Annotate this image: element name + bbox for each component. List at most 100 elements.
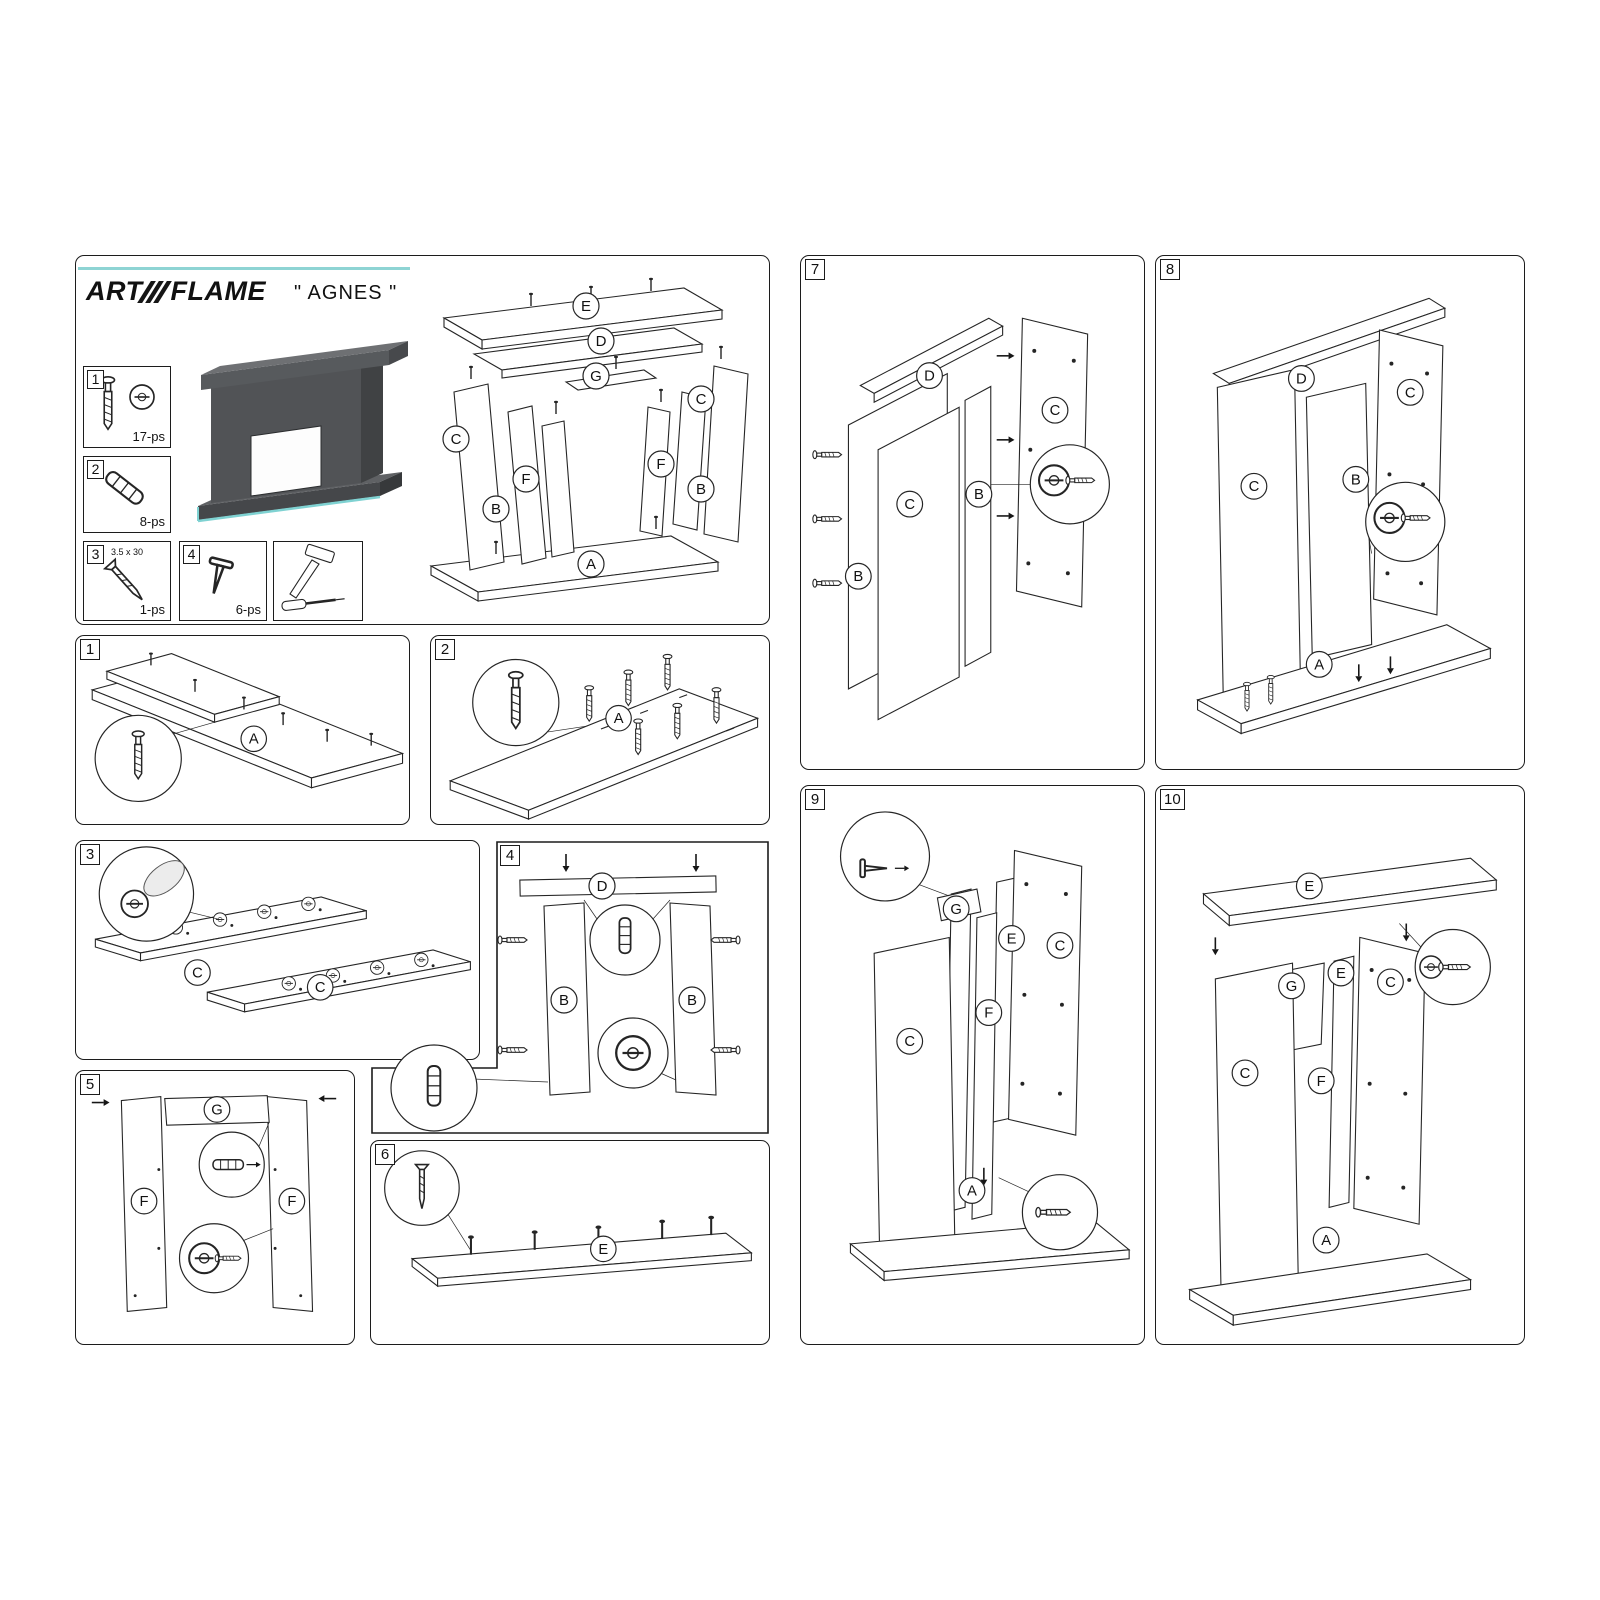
svg-text:G: G <box>950 902 962 918</box>
step-6-drawing: E <box>384 1150 753 1288</box>
svg-text:D: D <box>1296 371 1307 387</box>
detail-circle-tack <box>839 811 931 902</box>
part-label-f: F <box>1307 1067 1335 1095</box>
step-9-panel: 9 G E C F C <box>800 785 1145 1345</box>
step-10-panel: 10 E E G <box>1155 785 1525 1345</box>
hardware-1-qty: 17-ps <box>132 429 165 444</box>
panel-d-top <box>859 317 1004 404</box>
part-label-b: B <box>482 495 510 523</box>
step-1-panel: 1 A <box>75 635 410 825</box>
svg-text:E: E <box>598 1242 608 1258</box>
hole-dots <box>133 1168 303 1298</box>
part-label-f: F <box>512 465 540 493</box>
part-label-b: B <box>965 480 993 508</box>
step-10-drawing: E E G C C F A <box>1188 857 1498 1327</box>
hardware-item-3: 3 3.5 x 30 1-ps <box>83 541 171 621</box>
svg-text:C: C <box>904 1034 915 1050</box>
svg-text:B: B <box>853 569 863 585</box>
part-label-c: C <box>1240 472 1268 500</box>
svg-text:A: A <box>249 732 259 748</box>
shelf-e <box>1202 857 1498 927</box>
step-4-border <box>371 841 769 1134</box>
detail-circle-cam-bolt <box>94 714 182 803</box>
svg-text:C: C <box>451 431 462 448</box>
svg-text:G: G <box>211 1102 223 1118</box>
svg-text:B: B <box>1351 472 1361 488</box>
part-label-e: E <box>998 925 1025 952</box>
upright-f <box>971 912 998 1220</box>
right-panel-b <box>672 391 707 531</box>
step-8-drawing: D C C B A <box>1196 297 1492 735</box>
svg-text:F: F <box>521 471 530 488</box>
panel-b-narrow <box>964 385 992 668</box>
cam-locks <box>168 896 435 991</box>
part-label-c: C <box>896 1027 924 1055</box>
hardware-1-number: 1 <box>87 370 104 389</box>
panel-d <box>519 875 717 897</box>
step-5-drawing: G F F <box>91 1094 337 1313</box>
board-e <box>410 1232 753 1288</box>
panel-c-right <box>1373 329 1444 616</box>
part-label-c: C <box>687 385 715 413</box>
panel-b-middle <box>1305 382 1373 660</box>
hardware-item-4: 4 6-ps <box>179 541 267 621</box>
part-label-a: A <box>1305 650 1333 678</box>
step-1-drawing: A <box>90 651 405 803</box>
svg-text:D: D <box>924 369 935 385</box>
svg-text:A: A <box>967 1183 977 1199</box>
svg-text:B: B <box>696 481 706 498</box>
part-label-a: A <box>958 1177 986 1204</box>
detail-circle-dowel <box>198 1131 265 1198</box>
svg-text:F: F <box>287 1194 296 1210</box>
part-label-c: C <box>896 490 924 518</box>
svg-text:G: G <box>1286 979 1298 995</box>
part-label-c: C <box>306 973 334 1001</box>
step-4-panel: 4 D B B <box>370 840 770 1135</box>
step-6-number: 6 <box>375 1144 395 1165</box>
exploded-view-drawing: E D G C C F F B B A <box>429 277 749 602</box>
brand-flame: FLAME <box>170 276 266 306</box>
detail-circle-cam-lock <box>1365 481 1446 563</box>
svg-text:C: C <box>315 980 326 996</box>
base-a <box>1188 1253 1473 1327</box>
svg-text:G: G <box>590 368 602 385</box>
svg-text:B: B <box>559 992 569 1009</box>
svg-text:E: E <box>581 298 591 315</box>
tools-box <box>273 541 363 621</box>
panel-c-left <box>1216 368 1301 699</box>
part-label-a: A <box>240 725 268 753</box>
brand-art: ART <box>86 276 143 306</box>
svg-text:F: F <box>1317 1074 1326 1090</box>
part-label-d: D <box>1287 365 1315 392</box>
detail-circle-cam-bolt <box>1414 928 1491 1006</box>
teal-accent-line <box>78 267 410 270</box>
detail-circle-screw <box>384 1150 460 1226</box>
hardware-item-2: 2 8-ps <box>83 456 171 533</box>
part-label-c: C <box>1041 396 1069 424</box>
part-label-e: E <box>589 1235 617 1263</box>
svg-text:C: C <box>192 965 203 981</box>
hardware-3-number: 3 <box>87 545 104 564</box>
step-5-panel: 5 G F F <box>75 1070 355 1345</box>
step-2-panel: 2 A <box>430 635 770 825</box>
detail-circle-dowel-insert <box>390 1044 478 1132</box>
svg-text:D: D <box>596 333 607 350</box>
hardware-2-qty: 8-ps <box>139 514 165 529</box>
brand-logo: ART FLAME <box>86 276 266 307</box>
svg-text:B: B <box>974 487 984 503</box>
step-9-number: 9 <box>805 789 825 810</box>
part-label-c: C <box>1396 378 1424 406</box>
detail-circle-cam-lock <box>178 1223 250 1294</box>
svg-text:A: A <box>1314 657 1324 673</box>
part-label-g: G <box>582 362 610 390</box>
step-5-number: 5 <box>80 1074 100 1095</box>
hardware-item-1: 1 17-ps <box>83 366 171 448</box>
svg-text:C: C <box>1385 975 1396 991</box>
part-label-a: A <box>1312 1226 1340 1254</box>
step-10-number: 10 <box>1160 789 1185 810</box>
step-7-number: 7 <box>805 259 825 280</box>
cam-bolts-left <box>812 450 843 588</box>
svg-text:A: A <box>614 711 624 727</box>
part-label-c: C <box>1376 968 1404 996</box>
hole-marks <box>600 694 735 732</box>
